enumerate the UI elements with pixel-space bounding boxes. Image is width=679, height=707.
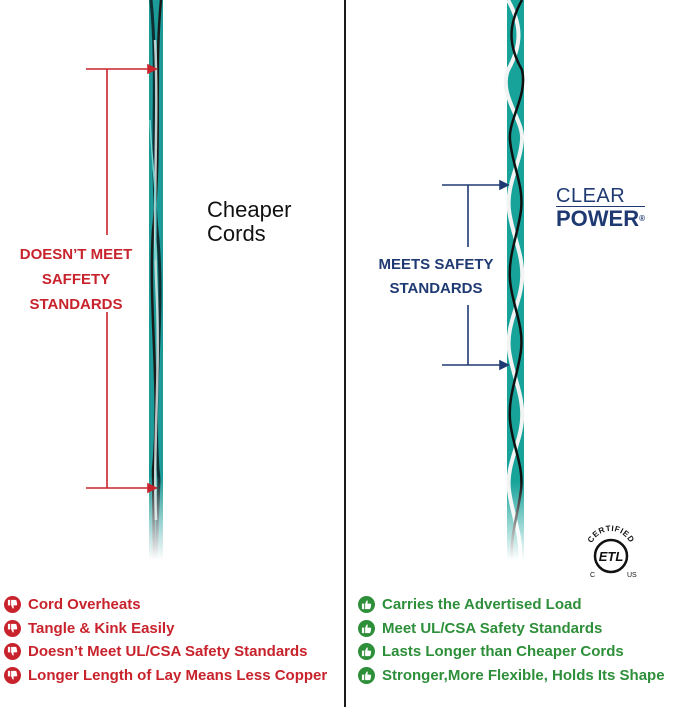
etl-certified-icon: CERTIFIED ETL C US — [586, 524, 637, 579]
benefit-text: Meet UL/CSA Safety Standards — [382, 619, 603, 637]
cheaper-title-line-2: Cords — [207, 221, 266, 246]
etl-mark-text: ETL — [599, 549, 624, 564]
thumbs-down-icon — [4, 619, 21, 637]
meets-line-2: STANDARDS — [389, 280, 483, 297]
list-item: Meet UL/CSA Safety Standards — [358, 617, 665, 641]
cheaper-title-line-1: Cheaper — [207, 197, 292, 222]
list-item: Carries the Advertised Load — [358, 593, 665, 617]
list-item: Doesn’t Meet UL/CSA Safety Standards — [4, 640, 327, 664]
thumbs-down-icon — [4, 596, 21, 614]
logo-power-text: POWER — [556, 206, 640, 231]
meets-safety-label: MEETS SAFETY STANDARDS — [364, 253, 508, 301]
doesnt-meet-line-3: STANDARDS — [29, 296, 123, 313]
logo-clear-text: CLEAR — [556, 185, 626, 207]
etl-us-text: US — [627, 572, 637, 579]
clear-power-benefits-list: Carries the Advertised Load Meet UL/CSA … — [358, 593, 665, 687]
clear-power-cord-image — [500, 0, 532, 560]
thumbs-up-icon — [358, 596, 375, 614]
doesnt-meet-line-1: DOESN’T MEET — [19, 246, 133, 263]
thumbs-up-icon — [358, 619, 375, 637]
issue-text: Cord Overheats — [28, 596, 141, 614]
clear-power-logo: CLEAR POWER® — [556, 185, 646, 231]
logo-power-wrap: POWER® — [556, 206, 646, 231]
doesnt-meet-line-2: SAFFETY — [41, 271, 111, 288]
issue-text: Doesn’t Meet UL/CSA Safety Standards — [28, 643, 308, 661]
right-measure-bracket — [442, 179, 510, 371]
list-item: Tangle & Kink Easily — [4, 617, 327, 641]
thumbs-down-icon — [4, 666, 21, 684]
doesnt-meet-label: DOESN’T MEET SAFFETY STANDARDS — [0, 242, 152, 317]
issue-text: Tangle & Kink Easily — [28, 619, 175, 637]
issue-text: Longer Length of Lay Means Less Copper — [28, 666, 328, 684]
thumbs-up-icon — [358, 666, 375, 684]
cheaper-cord-image — [140, 0, 172, 560]
cheaper-cord-issues-list: Cord Overheats Tangle & Kink Easily Does… — [4, 593, 327, 687]
left-measure-bracket — [86, 63, 158, 494]
thumbs-down-icon — [4, 643, 21, 661]
thumbs-up-icon — [358, 643, 375, 661]
cheaper-cords-title: Cheaper Cords — [207, 198, 291, 246]
list-item: Stronger,More Flexible, Holds Its Shape — [358, 664, 665, 688]
list-item: Cord Overheats — [4, 593, 327, 617]
list-item: Lasts Longer than Cheaper Cords — [358, 640, 665, 664]
logo-registered-mark: ® — [639, 214, 646, 223]
benefit-text: Lasts Longer than Cheaper Cords — [382, 643, 624, 661]
benefit-text: Stronger,More Flexible, Holds Its Shape — [382, 666, 665, 684]
meets-line-1: MEETS SAFETY — [378, 256, 494, 273]
benefit-text: Carries the Advertised Load — [382, 596, 582, 614]
list-item: Longer Length of Lay Means Less Copper — [4, 664, 327, 688]
center-divider — [344, 0, 346, 707]
etl-c-text: C — [590, 572, 595, 579]
